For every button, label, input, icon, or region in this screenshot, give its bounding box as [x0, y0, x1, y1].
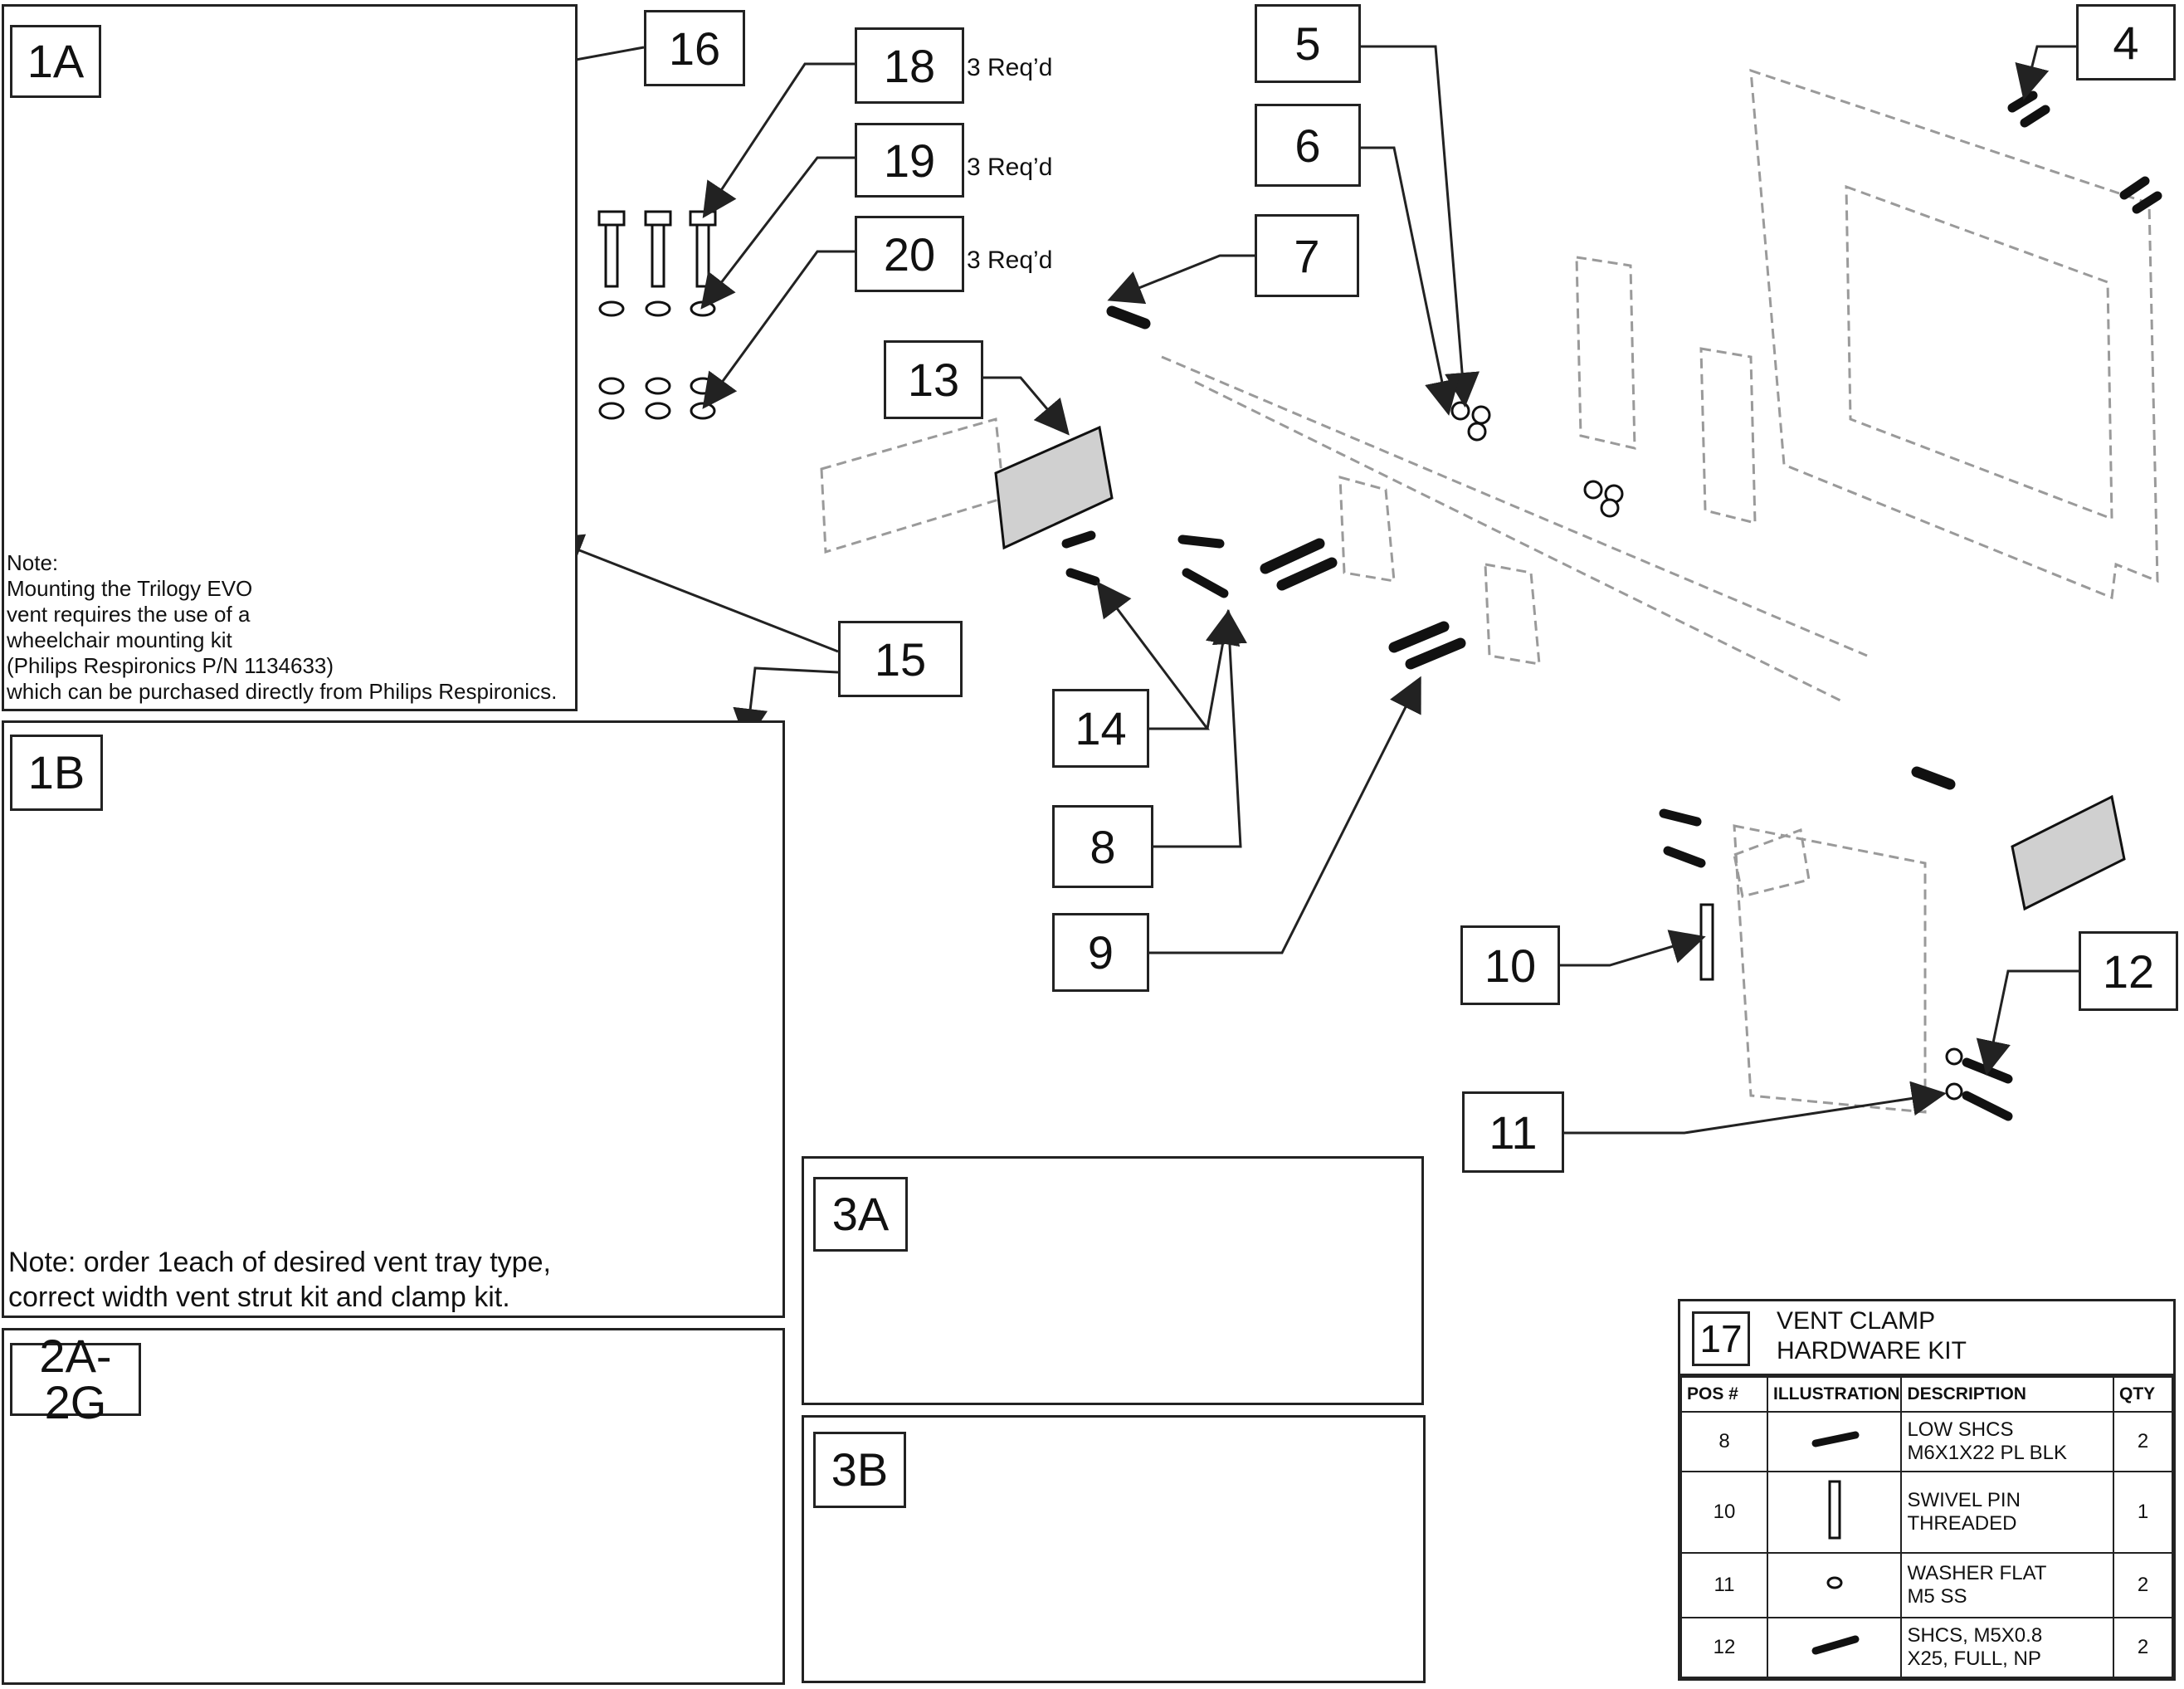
row-pos: 11: [1680, 1552, 1768, 1618]
kit-title-line2: HARDWARE KIT: [1777, 1337, 1967, 1364]
panel-1a: [2, 4, 578, 711]
callout-15: 15: [838, 621, 963, 697]
row-illustration: [1766, 1617, 1903, 1678]
col-illustration: ILLUSTRATION: [1766, 1376, 1903, 1413]
screw-icon: [1811, 1635, 1860, 1654]
kit-title-line1: VENT CLAMP: [1777, 1307, 1936, 1335]
callout-10: 10: [1460, 925, 1560, 1005]
note-1a-line: Note:: [7, 550, 59, 575]
row-qty: 2: [2113, 1552, 2173, 1618]
callout-11: 11: [1462, 1091, 1564, 1173]
callout-7: 7: [1255, 214, 1359, 297]
screw-icon: [1811, 1431, 1860, 1447]
vent-clamp-hardware-kit: 17 VENT CLAMP HARDWARE KIT POS # ILLUSTR…: [1678, 1299, 2176, 1681]
col-qty: QTY: [2113, 1376, 2173, 1413]
callout-20: 20: [855, 216, 964, 292]
panel-1b: [2, 720, 785, 1318]
row-pos: 12: [1680, 1617, 1768, 1678]
callout-8: 8: [1052, 805, 1153, 888]
desc-line: WASHER FLAT: [1907, 1562, 2047, 1584]
row-illustration: [1766, 1552, 1903, 1618]
note-1a-line: Mounting the Trilogy EVO: [7, 576, 253, 601]
callout-12: 12: [2079, 931, 2178, 1011]
callout-5: 5: [1255, 4, 1361, 83]
note-1b-line: correct width vent strut kit and clamp k…: [8, 1281, 510, 1313]
washer-icon: [1826, 1576, 1843, 1589]
note-1b: Note: order 1each of desired vent tray t…: [8, 1245, 672, 1315]
col-pos: POS #: [1680, 1376, 1768, 1413]
row-qty: 2: [2113, 1411, 2173, 1472]
req-19: 3 Req’d: [967, 154, 1053, 181]
pin-icon: [1828, 1480, 1841, 1539]
panel-3b-label: 3B: [813, 1432, 906, 1508]
note-1a-line: wheelchair mounting kit: [7, 627, 232, 652]
row-qty: 1: [2113, 1471, 2173, 1554]
req-18: 3 Req’d: [967, 54, 1053, 81]
row-illustration: [1766, 1471, 1903, 1554]
callout-4: 4: [2076, 4, 2176, 81]
kit-table: POS # ILLUSTRATION DESCRIPTION QTY 8 LOW…: [1680, 1376, 2173, 1678]
desc-line: M5 SS: [1907, 1585, 1967, 1608]
callout-13: 13: [884, 340, 983, 419]
panel-2-label: 2A-2G: [10, 1333, 141, 1426]
note-1a-line: (Philips Respironics P/N 1134633): [7, 653, 334, 678]
exploded-solid-parts: [994, 90, 2162, 1121]
callout-14: 14: [1052, 689, 1149, 768]
panel-1b-label: 1B: [10, 735, 103, 811]
row-qty: 2: [2113, 1617, 2173, 1678]
callout-18: 18: [855, 27, 964, 104]
desc-line: X25, FULL, NP: [1907, 1648, 2041, 1670]
note-1a-line: which can be purchased directly from Phi…: [7, 679, 558, 704]
note-1a: Note: Mounting the Trilogy EVO vent requ…: [7, 550, 571, 705]
panel-3a-label: 3A: [813, 1177, 908, 1252]
note-1b-line: Note: order 1each of desired vent tray t…: [8, 1247, 551, 1278]
kit-header: 17 VENT CLAMP HARDWARE KIT: [1680, 1301, 2173, 1376]
callout-6: 6: [1255, 104, 1361, 187]
kit-number: 17: [1692, 1311, 1750, 1366]
desc-line: M6X1X22 PL BLK: [1907, 1442, 2067, 1464]
desc-line: THREADED: [1907, 1512, 2017, 1535]
desc-line: LOW SHCS: [1907, 1418, 2014, 1441]
hardware-18-19-20: [597, 210, 717, 420]
row-pos: 8: [1680, 1411, 1768, 1472]
desc-line: SHCS, M5X0.8: [1907, 1624, 2043, 1647]
row-pos: 10: [1680, 1471, 1768, 1554]
req-20: 3 Req’d: [967, 247, 1053, 274]
row-illustration: [1766, 1411, 1903, 1472]
col-description: DESCRIPTION: [1900, 1376, 2114, 1413]
desc-line: SWIVEL PIN: [1907, 1489, 2021, 1511]
callout-9: 9: [1052, 913, 1149, 992]
callout-19: 19: [855, 123, 964, 198]
panel-1a-label: 1A: [10, 25, 101, 98]
note-1a-line: vent requires the use of a: [7, 602, 251, 627]
callout-16: 16: [644, 10, 745, 86]
kit-title: VENT CLAMP HARDWARE KIT: [1777, 1306, 1967, 1366]
